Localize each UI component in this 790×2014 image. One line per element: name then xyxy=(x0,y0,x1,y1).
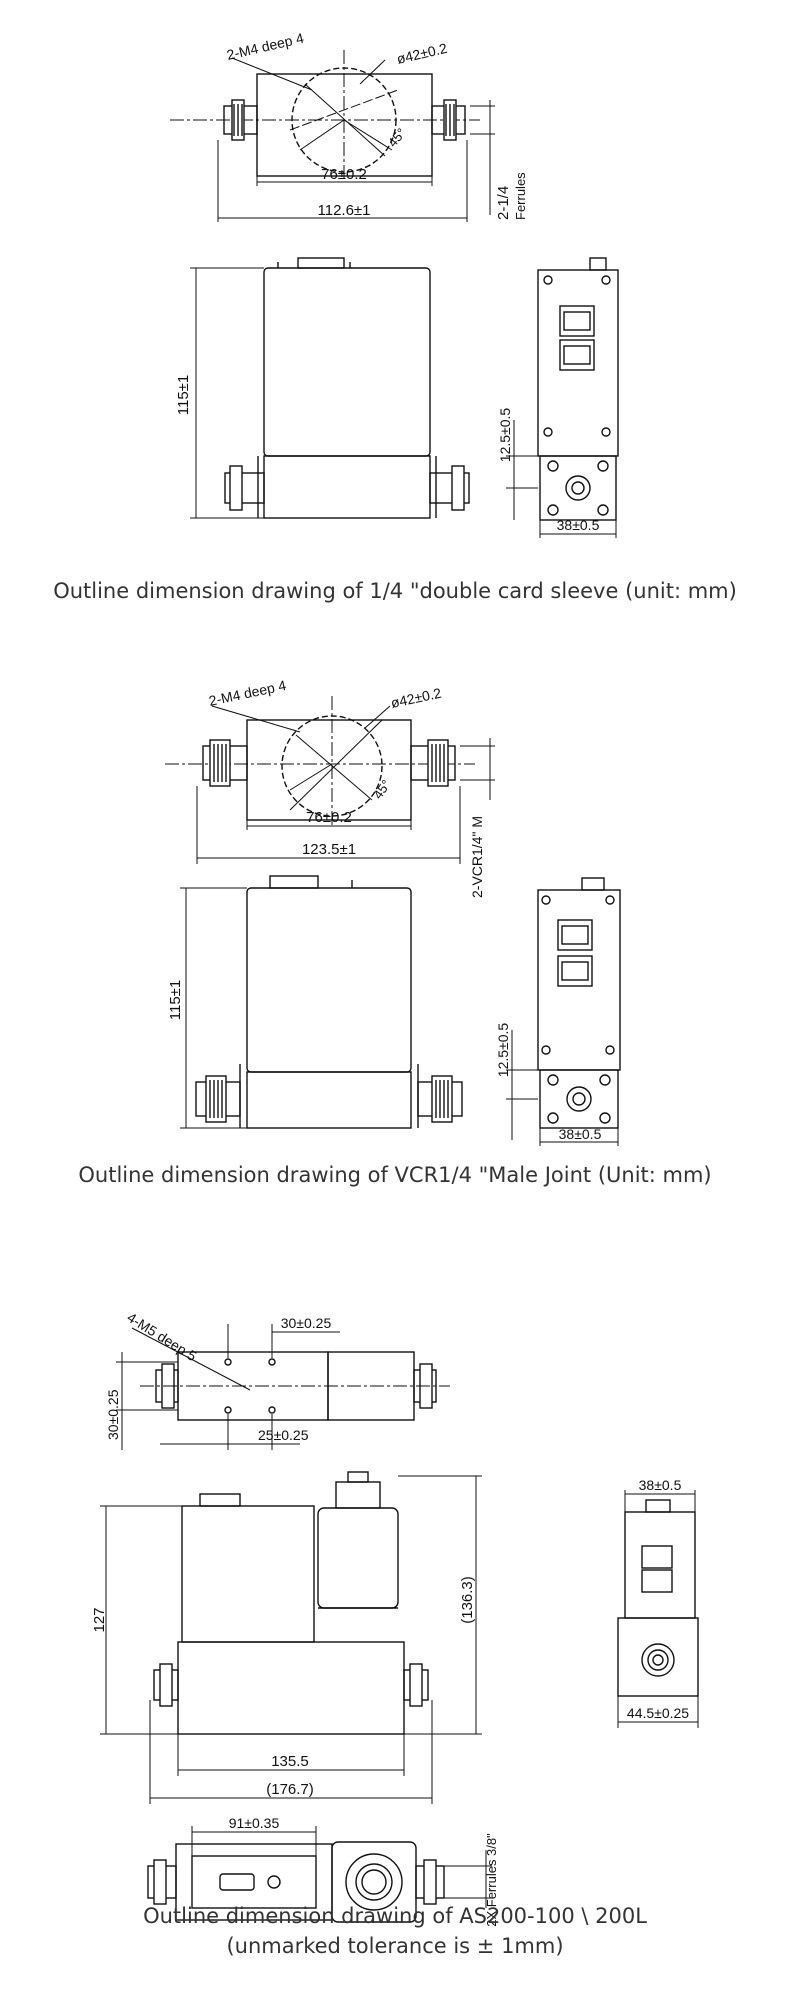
s3-side-view xyxy=(617,1490,699,1728)
s2-side-width-label: 38±0.5 xyxy=(559,1126,602,1142)
s3-left-spacing-label: 30±0.25 xyxy=(105,1389,121,1440)
s1-front-view xyxy=(190,257,470,519)
s2-side-offset-label: 12.5±0.5 xyxy=(495,1023,511,1078)
s3-height-total-label: (136.3) xyxy=(459,1576,476,1624)
caption-quarter-inch-double-sleeve: Outline dimension drawing of 1/4 "double… xyxy=(53,579,737,603)
caption-tolerance-note: (unmarked tolerance is ± 1mm) xyxy=(226,1934,564,1958)
s3-bottom-spacing-label: 25±0.25 xyxy=(258,1427,309,1443)
s1-fitting2-label: Ferrules xyxy=(513,172,528,220)
s3-body-length-label: 135.5 xyxy=(271,1753,309,1770)
s1-body-width-label: 76±0.2 xyxy=(321,166,367,183)
s2-holes-label: 2-M4 deep 4 xyxy=(207,677,287,709)
s3-total-length-label: (176.7) xyxy=(266,1781,314,1798)
s1-side-offset-label: 12.5±0.5 xyxy=(497,408,513,463)
s3-side-base-label: 44.5±0.25 xyxy=(627,1705,689,1721)
s1-side-view xyxy=(506,257,619,538)
s3-fitting-label: 2X Ferrules 3/8" xyxy=(484,1833,499,1927)
s3-holes-label: 4-M5 deep 5 xyxy=(124,1309,199,1364)
s2-top-view xyxy=(165,696,495,864)
s1-holes-label: 2-M4 deep 4 xyxy=(225,30,305,63)
s1-top-view xyxy=(170,50,495,222)
s2-fitting-label: 2-VCR1/4" M xyxy=(469,816,485,898)
s2-front-view xyxy=(180,875,463,1129)
s3-top-view xyxy=(116,1324,450,1450)
s1-side-width-label: 38±0.5 xyxy=(557,517,600,533)
s3-top-spacing-label: 30±0.25 xyxy=(281,1315,332,1331)
caption-vcr-male-joint: Outline dimension drawing of VCR1/4 "Mal… xyxy=(78,1163,712,1187)
s3-bottom-length-label: 91±0.35 xyxy=(229,1815,280,1831)
s1-fitting-label: 2-1/4 xyxy=(495,186,512,220)
s2-side-view xyxy=(506,877,621,1146)
s3-height-label: 127 xyxy=(91,1607,108,1632)
caption-as200: Outline dimension drawing of AS200-100 \… xyxy=(143,1904,647,1928)
s2-total-width-label: 123.5±1 xyxy=(302,841,356,858)
s1-circle-label: ø42±0.2 xyxy=(395,40,449,67)
s3-top-width-label: 38±0.5 xyxy=(639,1477,682,1493)
s1-height-label: 115±1 xyxy=(175,375,192,416)
s2-height-label: 115±1 xyxy=(167,980,184,1021)
s2-angle-label: 45° xyxy=(370,777,394,802)
s2-circle-label: ø42±0.2 xyxy=(389,685,443,711)
s3-front-view xyxy=(100,1471,482,1804)
s1-total-width-label: 112.6±1 xyxy=(318,202,371,219)
s2-body-width-label: 76±0.2 xyxy=(306,809,352,826)
s3-bottom-view xyxy=(147,1826,492,1923)
